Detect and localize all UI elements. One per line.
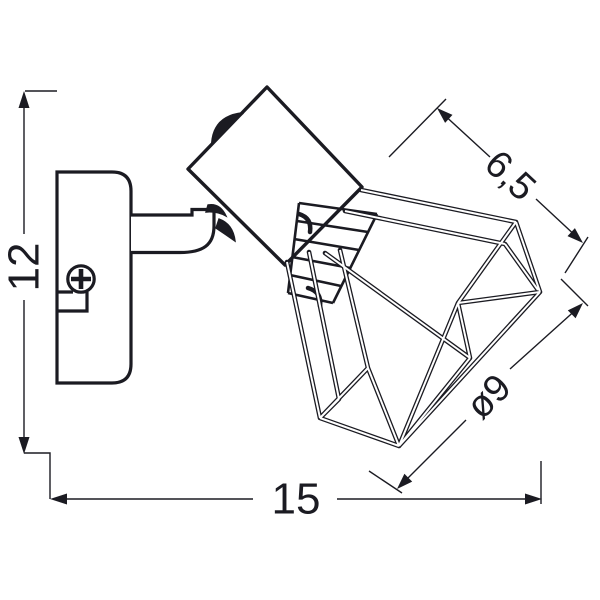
dimension-head-width (388, 98, 589, 274)
dimension-width (50, 461, 542, 505)
dimension-shade-diameter-label: ø9 (458, 366, 519, 427)
wire-cage-shade (284, 187, 543, 449)
arrow-left-icon (50, 493, 67, 505)
dimension-width-label: 15 (272, 475, 321, 524)
dimension-line (400, 306, 580, 486)
mounting-arm (131, 207, 216, 255)
arrow-upright-icon (567, 303, 583, 319)
cage-wires-core (286, 189, 541, 447)
extension-line (24, 90, 57, 499)
arrow-down-icon (18, 437, 30, 454)
mounting-bracket (57, 290, 89, 313)
wire-hook-upper (296, 211, 313, 235)
mounting-screw-icon (66, 264, 96, 294)
arrow-up-icon (18, 91, 30, 108)
arrow-upleft-icon (437, 108, 453, 123)
screw-cross-icon (71, 269, 91, 289)
fixture (55, 85, 543, 449)
arrow-downright-icon (567, 228, 583, 243)
extension-line (368, 278, 589, 494)
dimension-shade-diameter (368, 278, 589, 494)
arrow-right-icon (525, 493, 542, 505)
arrow-downleft-icon (397, 473, 413, 489)
extension-line (388, 98, 589, 274)
dimension-height (18, 90, 57, 499)
hinge-knuckle-upper (205, 204, 228, 218)
dimension-head-width-label: 6,5 (476, 143, 543, 210)
lamp-head (186, 85, 364, 267)
dimension-height-label: 12 (0, 243, 49, 292)
hinge-knuckle-lower (215, 218, 236, 243)
adjustment-knob (211, 112, 244, 144)
